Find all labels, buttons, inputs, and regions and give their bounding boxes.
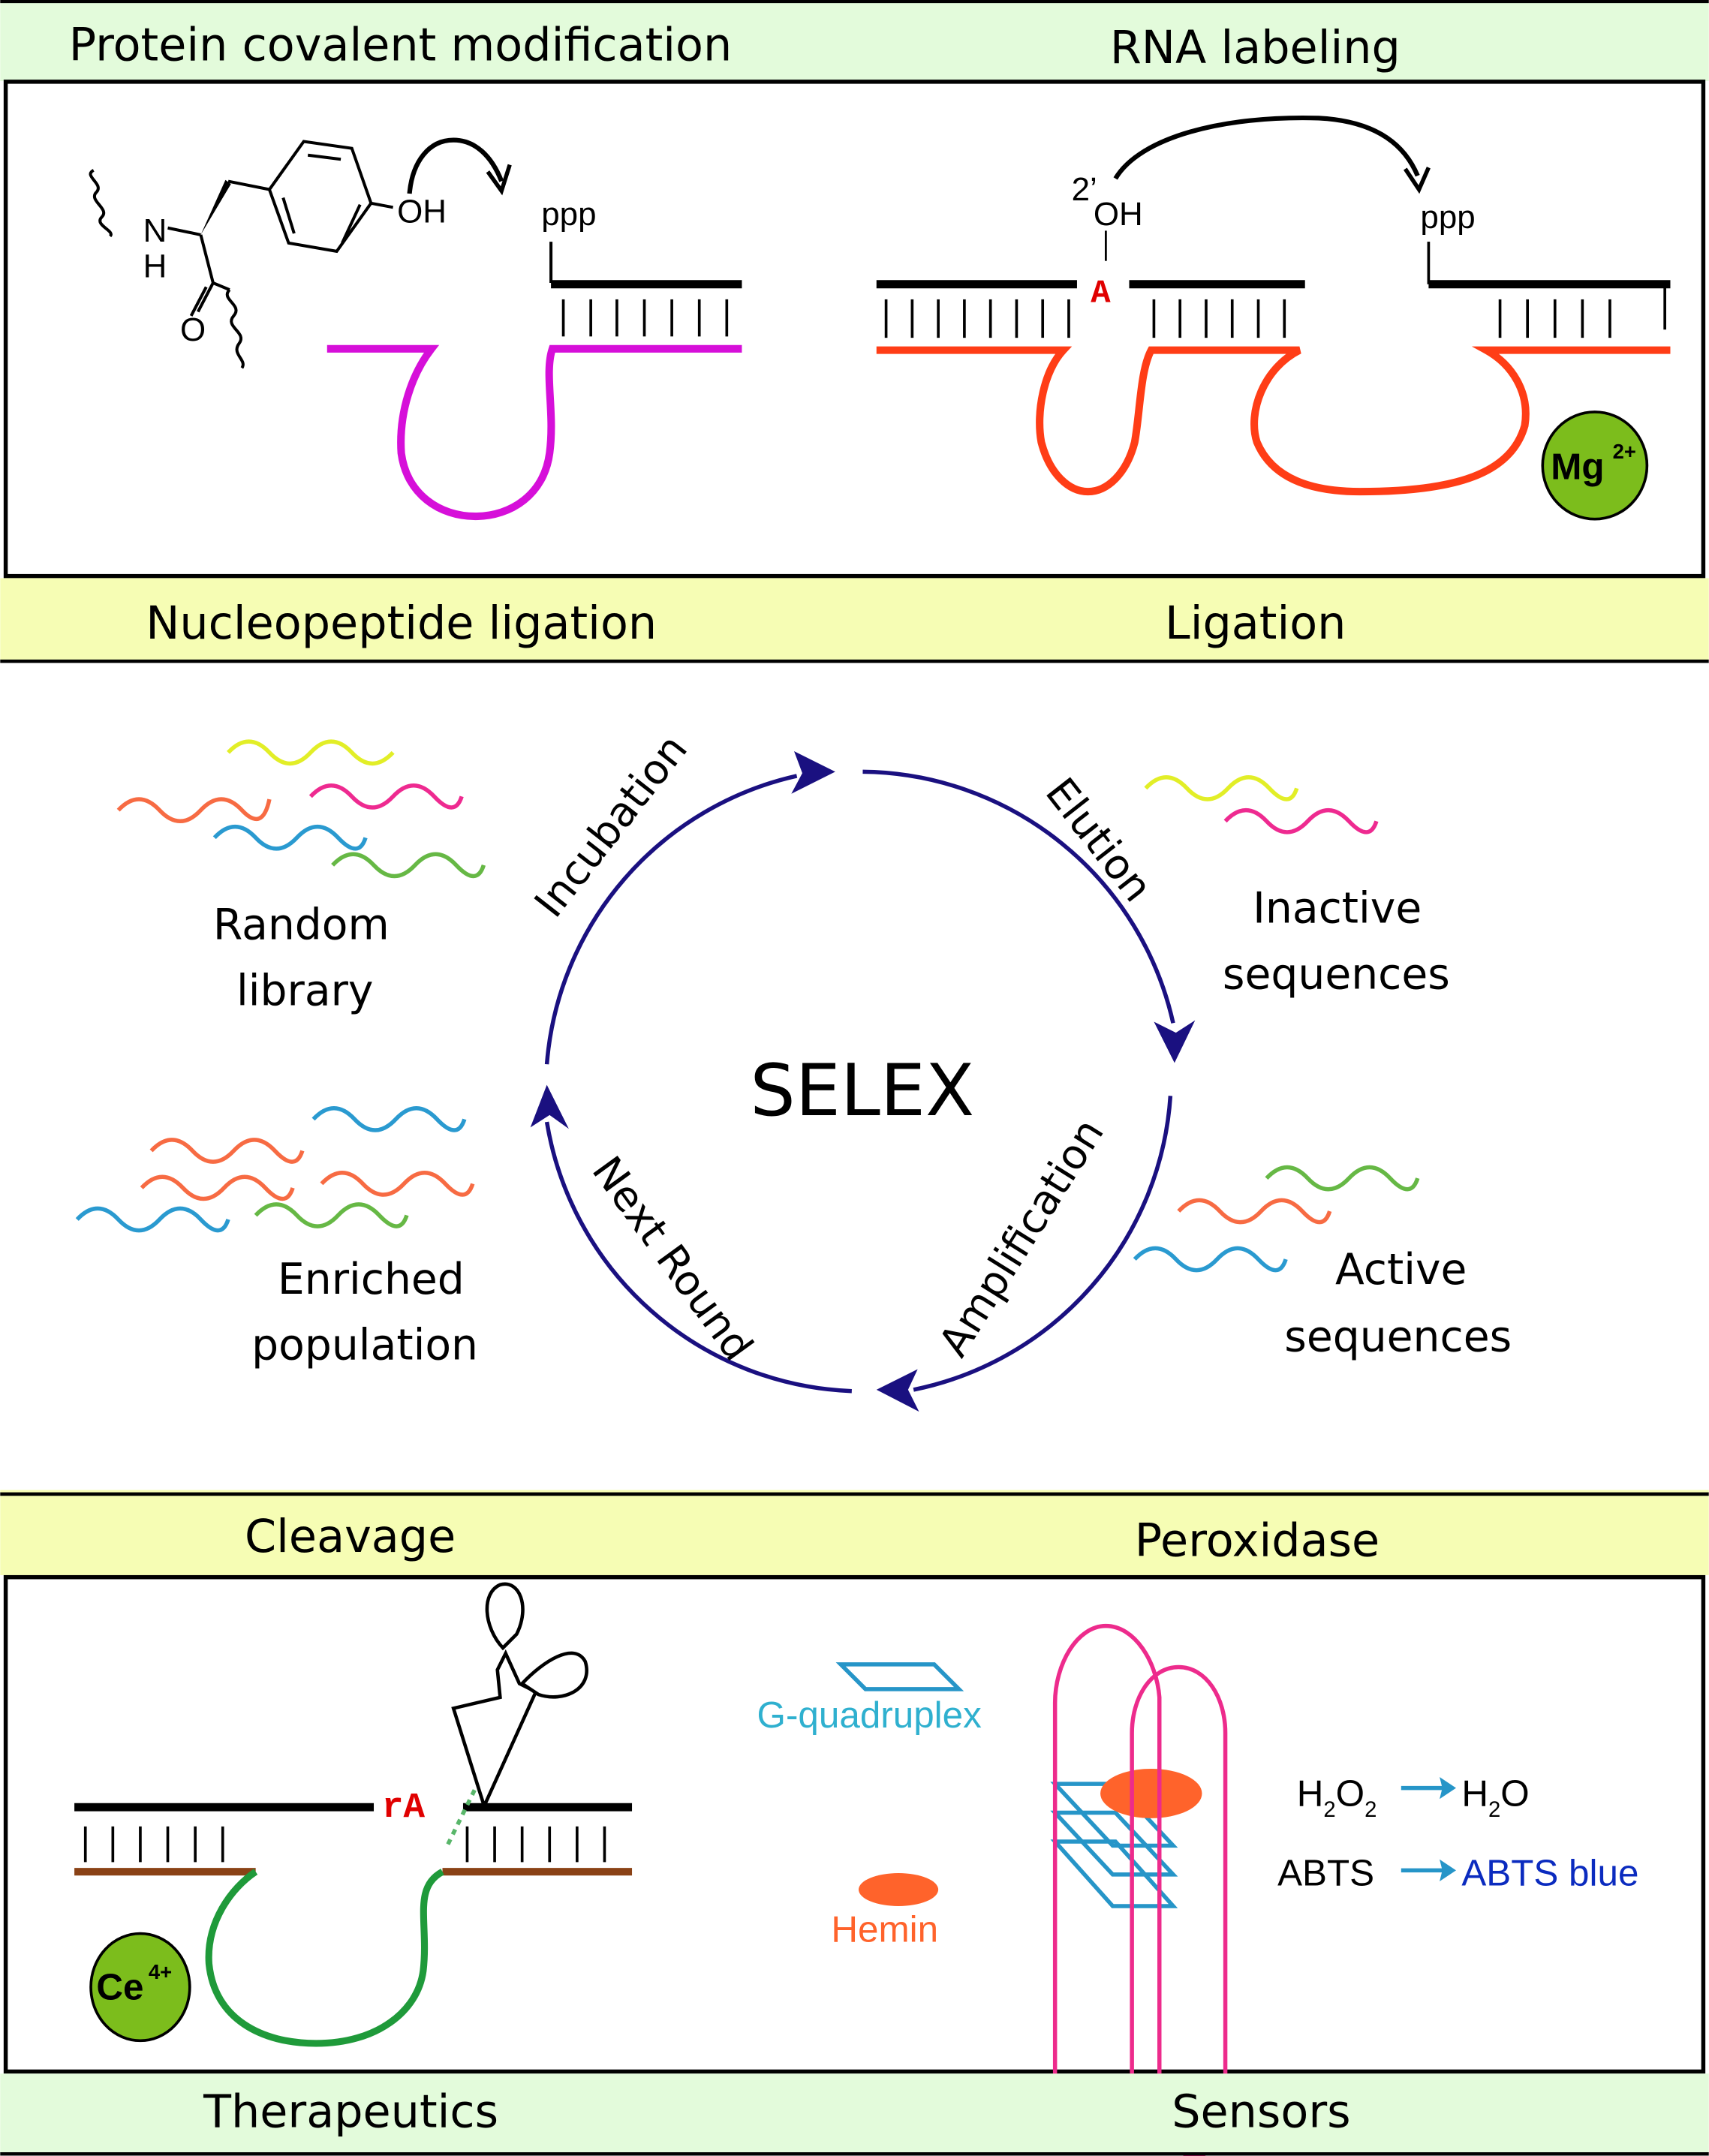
band-top-bg [0, 0, 1709, 81]
elution-arc [862, 769, 1175, 1024]
incubation-arc [544, 774, 798, 1065]
upper-panel-frame [3, 80, 1706, 579]
random-library-line1: Random [213, 901, 390, 950]
active-line1: Active [1335, 1245, 1467, 1295]
arrowhead-next-round [530, 1084, 569, 1129]
mg-cofactor: Mg 2+ [1541, 410, 1649, 521]
label-rna-labeling: RNA labeling [1110, 22, 1401, 74]
tyrosine-structure [89, 137, 553, 369]
scissors-icon [451, 1582, 588, 1809]
active-line2: sequences [1284, 1313, 1512, 1362]
band-bottom: Therapeutics Sensors [0, 2073, 1709, 2156]
arrowhead-elution [1154, 1020, 1196, 1063]
step-next-round: Next Round [583, 1147, 763, 1370]
enriched-line1: Enriched [278, 1255, 465, 1304]
gquad-stack [1050, 1782, 1178, 1908]
random-library-strands [116, 739, 486, 879]
hemin-label: Hemin [831, 1909, 938, 1950]
amine-n: N [143, 212, 167, 249]
attack-arrow [1113, 115, 1420, 180]
svg-text:H2O: H2O [1461, 1773, 1529, 1822]
ce-charge: 4+ [149, 1960, 172, 1983]
rna-hydroxyl: OH [1094, 196, 1143, 233]
carbonyl-o: O [180, 311, 206, 348]
gquad-icon [835, 1662, 964, 1691]
label-ligation: Ligation [1165, 597, 1346, 650]
abts-reactant: ABTS [1277, 1853, 1374, 1894]
cleavage-site-label: rA [382, 1788, 426, 1828]
rna-ribozyme-strand [876, 346, 1671, 496]
triphosphate-label: ppp [541, 196, 596, 233]
amine-h: H [143, 248, 167, 285]
rna-labeling-diagram: Mg 2+ [876, 115, 1671, 521]
svg-text:H2O2: H2O2 [1297, 1773, 1377, 1822]
label-therapeutics: Therapeutics [203, 2086, 498, 2139]
hemin-icon [858, 1873, 939, 1906]
arrowhead-incubation [791, 750, 835, 794]
inactive-line1: Inactive [1253, 884, 1422, 934]
active-strands [1133, 1165, 1420, 1273]
lower-panel-frame [3, 1574, 1706, 2074]
enriched-line2: population [251, 1321, 478, 1370]
selex-cycle [530, 750, 1196, 1412]
tyrosine-hydroxyl: OH [397, 193, 447, 230]
selex-title: SELEX [750, 1050, 974, 1132]
amplification-arc [913, 1096, 1173, 1392]
protein-ribozyme-strand [326, 344, 742, 521]
reaction-h2o2: H2O2 H2O [1297, 1773, 1530, 1822]
rna-triphosphate-label: ppp [1420, 199, 1475, 236]
mg-symbol: Mg [1551, 447, 1604, 488]
label-protein-covalent-modification: Protein covalent modification [69, 20, 732, 72]
cleavage-diagram: Ce 4+ [74, 1582, 633, 2047]
band-top: Protein covalent modification RNA labeli… [0, 0, 1709, 81]
protein-ribozyme [326, 280, 742, 521]
base-pairs [561, 299, 729, 337]
enriched-strands [75, 1106, 475, 1233]
inactive-line2: sequences [1223, 950, 1450, 1000]
arrowhead-amplification [876, 1369, 919, 1412]
inactive-strands [1144, 775, 1379, 834]
ce-cofactor: Ce 4+ [89, 1932, 191, 2043]
gquadruplex-label: G-quadruplex [757, 1694, 982, 1736]
ce-symbol: Ce [96, 1966, 143, 2007]
bound-hemin [1100, 1768, 1202, 1818]
label-sensors: Sensors [1172, 2086, 1350, 2139]
next-round-arc [544, 1121, 852, 1394]
mg-charge: 2+ [1613, 440, 1636, 463]
rna-base-pairs [884, 285, 1666, 338]
band-upper-bottom: Nucleopeptide ligation Ligation [0, 578, 1709, 663]
label-peroxidase: Peroxidase [1135, 1514, 1380, 1567]
abts-product: ABTS blue [1461, 1853, 1638, 1894]
random-library-line2: library [236, 967, 373, 1016]
band-lower-top: Cleavage Peroxidase [0, 1490, 1709, 1575]
label-nucleopeptide-ligation: Nucleopeptide ligation [146, 597, 657, 650]
adenosine-label: A [1091, 275, 1111, 313]
prime-label: 2’ [1072, 171, 1097, 208]
step-amplification: Amplification [929, 1110, 1113, 1364]
label-cleavage: Cleavage [245, 1511, 456, 1563]
